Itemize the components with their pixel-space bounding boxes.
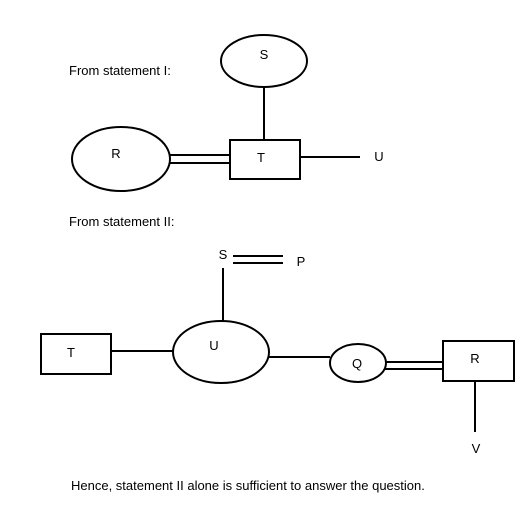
node-t-box: [229, 139, 301, 180]
node-r-box: [442, 340, 515, 382]
label-u: U: [209, 338, 218, 353]
label-v: V: [472, 441, 481, 456]
label-u: U: [374, 149, 383, 164]
node-s-ellipse: [220, 34, 308, 88]
label-p: P: [297, 254, 306, 269]
diagram-statement-2: S P T U Q R V: [40, 247, 515, 456]
caption-statement-2: From statement II:: [69, 214, 175, 229]
caption-statement-1: From statement I:: [69, 63, 171, 78]
label-t: T: [257, 150, 265, 165]
caption-conclusion: Hence, statement II alone is sufficient …: [71, 478, 425, 493]
label-q: Q: [352, 356, 362, 371]
node-t-box: [40, 333, 112, 375]
label-r: R: [111, 146, 120, 161]
node-u-ellipse: [172, 320, 270, 384]
label-s: S: [260, 47, 269, 62]
label-r: R: [470, 351, 479, 366]
label-s: S: [219, 247, 228, 262]
node-q-ellipse: [329, 343, 387, 383]
node-r-ellipse: [71, 126, 171, 192]
diagram-statement-1: S R T U: [71, 34, 384, 192]
label-t: T: [67, 345, 75, 360]
